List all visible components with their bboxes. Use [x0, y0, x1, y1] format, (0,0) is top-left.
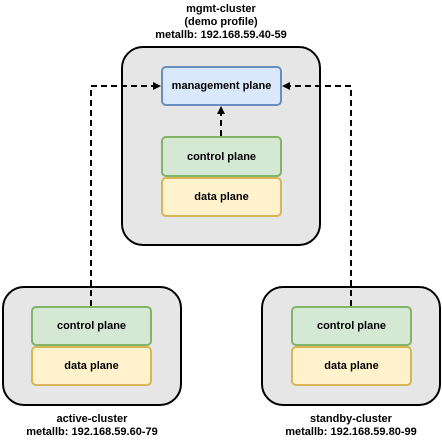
data-plane-label: data plane — [324, 360, 379, 372]
mgmt-cluster-caption: mgmt-cluster (demo profile) metallb: 192… — [121, 3, 321, 42]
active-cluster-data-plane: data plane — [31, 346, 152, 386]
mgmt-cluster-management-plane: management plane — [161, 66, 282, 106]
mgmt-cluster-control-plane: control plane — [161, 136, 282, 177]
standby-cluster-metallb: metallb: 192.168.59.80-99 — [285, 426, 417, 438]
standby-cluster-control-plane: control plane — [291, 306, 412, 346]
standby-cluster-data-plane: data plane — [291, 346, 412, 386]
standby-cluster-caption: standby-cluster metallb: 192.168.59.80-9… — [261, 413, 441, 439]
mgmt-cluster-profile: (demo profile) — [184, 16, 258, 28]
control-plane-label: control plane — [56, 320, 127, 332]
active-cluster-control-plane: control plane — [31, 306, 152, 346]
management-plane-label: management plane — [171, 80, 272, 92]
active-cluster-metallb: metallb: 192.168.59.60-79 — [26, 426, 158, 438]
data-plane-label: data plane — [64, 360, 119, 372]
control-plane-label: control plane — [316, 320, 387, 332]
mgmt-cluster-name: mgmt-cluster — [186, 3, 256, 15]
active-cluster-name: active-cluster — [56, 413, 128, 425]
data-plane-label: data plane — [194, 191, 249, 203]
active-cluster-caption: active-cluster metallb: 192.168.59.60-79 — [2, 413, 182, 439]
standby-cluster-name: standby-cluster — [310, 413, 392, 425]
control-plane-label: control plane — [186, 150, 257, 163]
mgmt-cluster-metallb: metallb: 192.168.59.40-59 — [155, 29, 287, 41]
mgmt-cluster-data-plane: data plane — [161, 177, 282, 217]
